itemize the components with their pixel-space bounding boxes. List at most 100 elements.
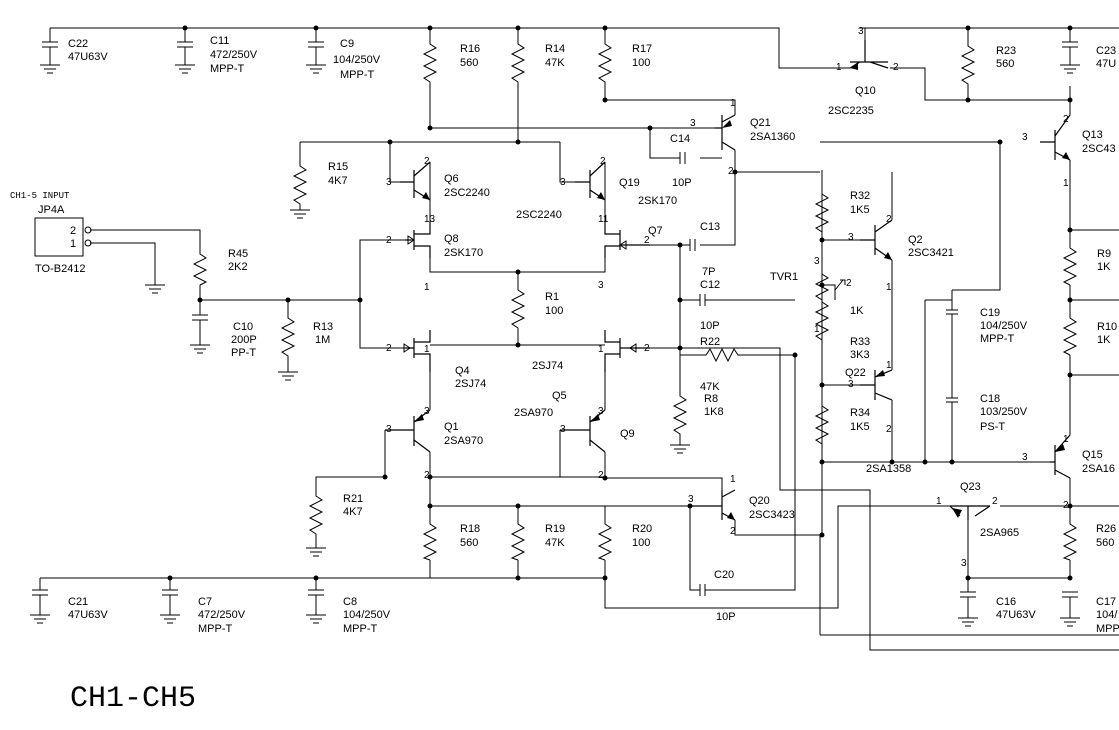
c8-ref: C8 (343, 596, 357, 608)
input-connector (34, 217, 92, 257)
resistor-R21 (308, 492, 324, 548)
input-part: TO-B2412 (35, 263, 86, 275)
pin-number: 2 (424, 156, 430, 167)
resistor-R34 (814, 400, 830, 445)
pin-number: 3 (386, 424, 392, 435)
r1-ref: R1 (545, 291, 559, 303)
pin-number: 3 (690, 118, 696, 129)
pin-number: 1 (424, 344, 430, 355)
q20-part: 2SC3423 (749, 509, 795, 521)
sheet-title: CH1-CH5 (70, 682, 196, 716)
pin-number: 2 (386, 235, 392, 246)
pin-number: 1 (886, 360, 892, 371)
q5-part: 2SA970 (514, 407, 553, 419)
pin-number: 1 (936, 496, 942, 507)
c20-ref: C20 (714, 569, 734, 581)
q13-ref: Q13 (1082, 129, 1103, 141)
r16-val: 560 (460, 57, 478, 69)
resistor-R18 (422, 520, 438, 561)
ground-symbols (145, 209, 690, 557)
pin-number: 1 (730, 474, 736, 485)
pin-number: 3 (424, 406, 430, 417)
c23-val: 47U (1096, 58, 1116, 70)
r23-ref: R23 (996, 45, 1016, 57)
c22-val: 47U63V (68, 51, 108, 63)
r13-ref: R13 (313, 321, 333, 333)
r32-ref: R32 (850, 190, 870, 202)
q22-part: 2SA1358 (866, 463, 911, 475)
resistor-R9 (1062, 245, 1078, 286)
q1-part: 2SA970 (444, 435, 483, 447)
pin-number: 3 (560, 424, 566, 435)
q4-ref: Q4 (455, 365, 470, 377)
pin-number: 2 (886, 424, 892, 435)
resistor-R10 (1062, 315, 1078, 356)
input-ref: JP4A (38, 204, 65, 216)
pin-number: 3 (848, 232, 854, 243)
pin-number: 2 (424, 470, 430, 481)
pin-number: 2 (600, 156, 606, 167)
r8-val: 1K8 (704, 406, 724, 418)
pin-number: 2 (644, 235, 650, 246)
c16-val: 47U63V (996, 609, 1036, 621)
c13-ref: C13 (700, 221, 720, 233)
resistor-R14 (510, 40, 526, 86)
trimmer-TVR1 (814, 270, 846, 301)
pin-number: 2 (886, 214, 892, 225)
pin-number: 2 (846, 278, 852, 289)
r26-ref: R26 (1096, 523, 1116, 535)
pin-number: 3 (1022, 132, 1028, 143)
pin-number: 2 (893, 62, 899, 73)
r10-ref: R10 (1097, 321, 1117, 333)
c9-type: MPP-T (340, 69, 375, 81)
r9-val: 1K (1097, 261, 1111, 273)
q8-part: 2SK170 (444, 247, 483, 259)
r34-val: 1K5 (850, 421, 870, 433)
resistor-R19 (510, 520, 526, 561)
input-pin-2: 2 (70, 225, 76, 237)
r22-val: 47K (700, 381, 720, 393)
c17-ref: C17 (1096, 596, 1116, 608)
c19-type: MPP-T (980, 333, 1015, 345)
pin-number: 11 (598, 214, 609, 225)
c7-type: MPP-T (198, 623, 233, 635)
pin-number: 3 (961, 558, 967, 569)
transistors (385, 40, 1071, 521)
resistor-R16 (422, 40, 438, 86)
r21-val: 4K7 (343, 506, 363, 518)
pin-number: 3 (688, 494, 694, 505)
c11-ref: C11 (210, 35, 229, 47)
c19-val: 104/250V (980, 320, 1028, 332)
c14-ref: C14 (670, 133, 690, 145)
pin-number: 3 (560, 177, 566, 188)
r10-val: 1K (1097, 334, 1111, 346)
resistor-R13 (280, 315, 296, 372)
pin-number: 3 (386, 177, 392, 188)
pin-number: 1 (424, 282, 430, 293)
c19-ref: C19 (980, 307, 1000, 319)
c11-val: 472/250V (210, 49, 258, 61)
q5-ref: Q5 (552, 390, 567, 402)
c10-val: 200P (231, 334, 257, 346)
pin-number: 3 (858, 26, 864, 37)
r32-val: 1K5 (850, 204, 870, 216)
c9-val: 104/250V (333, 54, 381, 66)
c17-type: MPP (1096, 623, 1119, 635)
c14-val: 10P (672, 177, 692, 189)
c10-ref: C10 (233, 321, 253, 333)
pin-number: 1 (1063, 178, 1069, 189)
q4-part: 2SJ74 (455, 378, 486, 390)
q19-ref: Q19 (619, 177, 640, 189)
r15-val: 4K7 (328, 175, 348, 187)
r34-ref: R34 (850, 407, 870, 419)
q10-ref: Q10 (855, 85, 876, 97)
c21-ref: C21 (68, 596, 88, 608)
r17-val: 100 (632, 57, 650, 69)
input-pin-1: 1 (70, 238, 76, 250)
c18-type: PS-T (980, 421, 1005, 433)
input-header: CH1-5 INPUT (10, 191, 70, 201)
r13-val: 1M (315, 334, 330, 346)
wires (39, 27, 1119, 651)
q9-ref: Q9 (620, 428, 635, 440)
resistor-R33 (814, 300, 830, 385)
